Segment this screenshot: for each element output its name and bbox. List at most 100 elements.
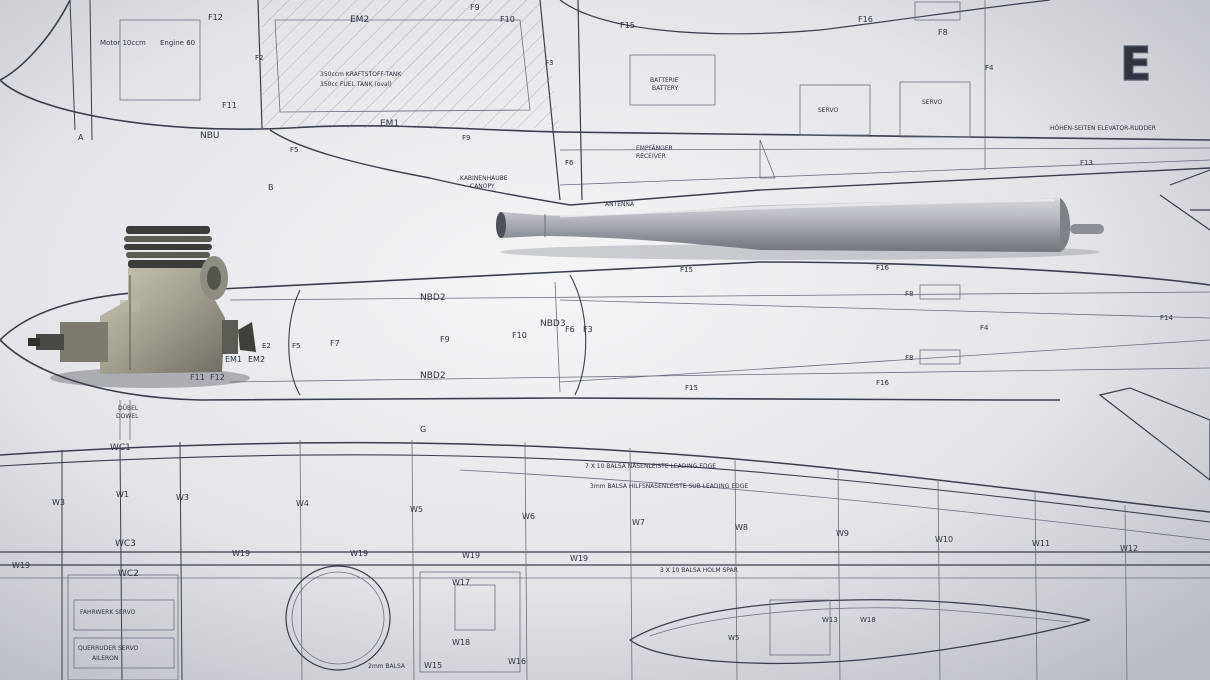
svg-text:G: G bbox=[420, 425, 426, 434]
svg-text:W8: W8 bbox=[735, 523, 748, 532]
svg-text:W19: W19 bbox=[570, 554, 588, 563]
svg-text:F15: F15 bbox=[685, 384, 698, 392]
svg-text:F4: F4 bbox=[985, 64, 994, 72]
svg-text:350ccm KRAFTSTOFF-TANK: 350ccm KRAFTSTOFF-TANK bbox=[320, 71, 402, 78]
svg-text:W1: W1 bbox=[116, 490, 129, 499]
svg-text:Engine 60: Engine 60 bbox=[160, 39, 195, 47]
svg-text:W19: W19 bbox=[12, 561, 30, 570]
svg-text:F8: F8 bbox=[905, 354, 913, 362]
svg-text:Motor 10ccm: Motor 10ccm bbox=[100, 39, 146, 47]
svg-text:W19: W19 bbox=[232, 549, 250, 558]
svg-text:3 X 10 BALSA HOLM SPAR: 3 X 10 BALSA HOLM SPAR bbox=[660, 567, 738, 574]
svg-text:3mm BALSA HILFSNASENLEISTE S: 3mm BALSA HILFSNASENLEISTE SUB LEADING E… bbox=[590, 483, 748, 490]
svg-text:EM1: EM1 bbox=[225, 355, 242, 364]
svg-text:F6: F6 bbox=[565, 325, 575, 334]
svg-text:EM1: EM1 bbox=[380, 119, 399, 129]
svg-text:WC1: WC1 bbox=[110, 443, 131, 453]
svg-text:KABINENHAUBE: KABINENHAUBE bbox=[460, 175, 508, 182]
svg-text:W6: W6 bbox=[522, 512, 535, 521]
svg-text:SERVO: SERVO bbox=[922, 99, 942, 106]
svg-text:W10: W10 bbox=[935, 535, 953, 544]
svg-text:F4: F4 bbox=[980, 324, 989, 332]
svg-text:DOWEL: DOWEL bbox=[116, 413, 139, 420]
svg-text:F5: F5 bbox=[292, 342, 300, 350]
svg-text:BATTERY: BATTERY bbox=[652, 85, 679, 92]
svg-text:F16: F16 bbox=[858, 15, 873, 24]
svg-text:W9: W9 bbox=[836, 529, 849, 538]
svg-text:W19: W19 bbox=[462, 551, 480, 560]
svg-text:QUERRUDER SERVO: QUERRUDER SERVO bbox=[78, 645, 139, 652]
svg-text:W3: W3 bbox=[52, 498, 65, 507]
svg-text:F16: F16 bbox=[876, 264, 889, 272]
svg-text:W15: W15 bbox=[424, 661, 442, 670]
svg-text:F9: F9 bbox=[470, 3, 480, 12]
svg-text:F13: F13 bbox=[1080, 159, 1093, 167]
svg-text:NBU: NBU bbox=[200, 131, 220, 141]
top-fuselage-plan: F12 EM2 F9 F10 F15 F16 F8 F11 EM1 NBU F5… bbox=[0, 0, 1210, 231]
svg-text:F10: F10 bbox=[500, 15, 515, 24]
svg-text:F9: F9 bbox=[440, 335, 450, 344]
svg-text:E: E bbox=[1120, 37, 1151, 91]
svg-text:F11: F11 bbox=[190, 373, 205, 382]
svg-text:F16: F16 bbox=[876, 379, 889, 387]
svg-text:EM2: EM2 bbox=[350, 15, 369, 25]
svg-text:W18: W18 bbox=[452, 638, 470, 647]
svg-text:W16: W16 bbox=[508, 657, 526, 666]
svg-text:2mm BALSA: 2mm BALSA bbox=[368, 663, 406, 670]
svg-text:ANTENNA: ANTENNA bbox=[605, 201, 635, 208]
svg-text:F10: F10 bbox=[512, 331, 527, 340]
glow-engine bbox=[28, 226, 256, 388]
svg-text:W11: W11 bbox=[1032, 539, 1050, 548]
wing-plan: G WC1 W3 W1 W3 W4 W5 W6 W7 W8 W9 W10 W11… bbox=[0, 425, 1210, 680]
svg-text:W3: W3 bbox=[176, 493, 189, 502]
svg-text:W19: W19 bbox=[350, 549, 368, 558]
tuned-muffler-pipe bbox=[496, 198, 1104, 260]
svg-text:F3: F3 bbox=[545, 59, 553, 67]
svg-text:DÜBEL: DÜBEL bbox=[118, 405, 139, 412]
svg-text:F2: F2 bbox=[255, 54, 263, 62]
svg-text:F9: F9 bbox=[462, 134, 470, 142]
svg-text:W5: W5 bbox=[410, 505, 423, 514]
svg-text:FAHRWERK SERVO: FAHRWERK SERVO bbox=[80, 609, 136, 616]
svg-text:F5: F5 bbox=[290, 146, 298, 154]
svg-text:7 X 10 BALSA NASENLEISTE LEA: 7 X 10 BALSA NASENLEISTE LEADING EDGE bbox=[585, 463, 716, 470]
svg-text:NBD2: NBD2 bbox=[420, 293, 446, 303]
svg-text:F11: F11 bbox=[222, 101, 237, 110]
svg-text:F12: F12 bbox=[208, 13, 223, 22]
svg-text:F8: F8 bbox=[938, 28, 948, 37]
svg-text:W12: W12 bbox=[1120, 544, 1138, 553]
middle-fuselage-plan: F7 F9 F10 F6 F3 F15 F16 F8 F8 F4 F15 F16… bbox=[0, 261, 1210, 481]
svg-text:F12: F12 bbox=[210, 373, 225, 382]
svg-text:F15: F15 bbox=[620, 21, 635, 30]
svg-text:W4: W4 bbox=[296, 499, 309, 508]
svg-text:350cc FUEL TANK (oval): 350cc FUEL TANK (oval) bbox=[320, 81, 392, 88]
svg-text:A: A bbox=[78, 133, 84, 142]
svg-text:F14: F14 bbox=[1160, 314, 1173, 322]
svg-text:SERVO: SERVO bbox=[818, 107, 838, 114]
svg-text:BATTERIE: BATTERIE bbox=[650, 77, 679, 84]
svg-text:F8: F8 bbox=[905, 290, 913, 298]
svg-text:AILERON: AILERON bbox=[92, 655, 118, 662]
svg-text:W5: W5 bbox=[728, 634, 739, 642]
svg-text:W18: W18 bbox=[860, 616, 876, 624]
svg-text:W17: W17 bbox=[452, 578, 470, 587]
svg-text:F6: F6 bbox=[565, 159, 574, 167]
svg-text:WC3: WC3 bbox=[115, 539, 136, 549]
svg-text:NBD3: NBD3 bbox=[540, 319, 566, 329]
svg-text:E2: E2 bbox=[262, 342, 271, 350]
svg-text:F15: F15 bbox=[680, 266, 693, 274]
svg-text:F3: F3 bbox=[583, 325, 593, 334]
svg-text:W7: W7 bbox=[632, 518, 645, 527]
svg-text:F7: F7 bbox=[330, 339, 340, 348]
svg-text:CANOPY: CANOPY bbox=[470, 183, 495, 190]
svg-text:WC2: WC2 bbox=[118, 569, 139, 579]
svg-text:B: B bbox=[268, 183, 274, 192]
svg-text:W13: W13 bbox=[822, 616, 838, 624]
svg-text:EM2: EM2 bbox=[248, 355, 265, 364]
svg-text:HÖHEN-SEITEN ELEVATOR-RUDDER: HÖHEN-SEITEN ELEVATOR-RUDDER bbox=[1050, 125, 1156, 132]
svg-text:NBD2: NBD2 bbox=[420, 371, 446, 381]
svg-text:EMPFÄNGER: EMPFÄNGER bbox=[636, 145, 673, 152]
svg-text:RECEIVER: RECEIVER bbox=[636, 153, 666, 160]
